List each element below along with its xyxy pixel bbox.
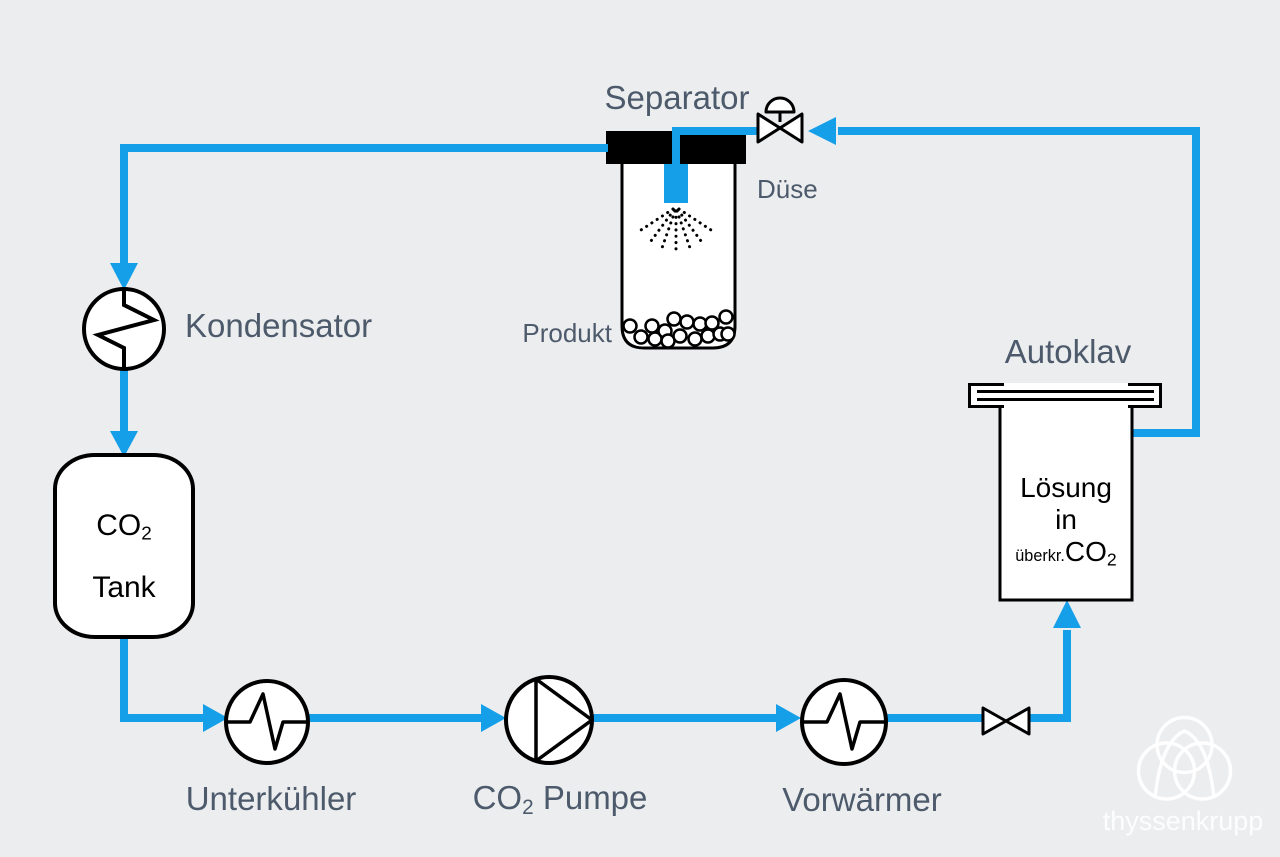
pumpe-label-rest: Pumpe <box>533 779 648 816</box>
arrow-into-tank <box>110 431 138 457</box>
control-valve-icon <box>756 96 804 144</box>
vorwaermer-label: Vorwärmer <box>782 781 942 818</box>
pipe-valve-to-autoklav <box>1027 630 1071 722</box>
pumpe-label-sub: 2 <box>522 796 534 820</box>
pipe-tank-to-unterkuehler <box>120 634 205 722</box>
kondensator-icon <box>82 287 166 371</box>
duese-label: Düse <box>757 174 818 204</box>
pumpe-label: CO2 Pumpe <box>472 779 648 820</box>
arrow-into-pumpe <box>481 704 506 732</box>
autoklav-label: Autoklav <box>1004 333 1132 370</box>
co2-tank-text-line2: Tank <box>92 570 156 604</box>
co2-tank-text-line1: CO2 <box>96 509 152 545</box>
pipes <box>120 127 1200 722</box>
arrow-into-kondensator <box>110 263 138 290</box>
co2-tank-text: CO2 Tank <box>55 499 193 614</box>
arrow-into-control-valve <box>808 117 836 145</box>
arrow-into-unterkuehler <box>203 704 228 732</box>
vorwaermer-icon <box>800 678 888 766</box>
autoklav-lid-left-clamp <box>968 383 1004 408</box>
kondensator-label: Kondensator <box>185 307 373 344</box>
flow-arrows <box>110 117 1081 732</box>
pipe-control-valve-to-separator <box>672 127 762 164</box>
autoklav-vessel <box>968 383 1162 602</box>
autoklav-lid-right-clamp <box>1128 383 1162 408</box>
arrow-into-autoklav <box>1053 600 1081 628</box>
thyssenkrupp-wordmark: thyssenkrupp <box>1102 806 1264 836</box>
nozzle <box>664 164 688 203</box>
spray-icon <box>639 207 713 253</box>
co2-tank-vessel <box>53 453 195 639</box>
unterkuehler-label: Unterkühler <box>185 780 357 817</box>
produkt-label: Produkt <box>522 318 612 348</box>
thyssenkrupp-logo-icon <box>1136 715 1233 801</box>
autoklav-lid <box>968 383 1162 408</box>
pumpe-label-co: CO <box>472 779 523 816</box>
product-particles-icon <box>622 309 736 349</box>
autoklav-content-line3: überkr.CO2 <box>1015 536 1117 570</box>
autoklav-content-line1: Lösung <box>1020 472 1112 503</box>
separator-label: Separator <box>604 79 750 116</box>
pump-icon <box>504 675 594 765</box>
autoklav-content-line2: in <box>1055 504 1077 535</box>
autoklav-content-text: Lösung in überkr.CO2 <box>1000 472 1132 575</box>
autoklav-body <box>998 402 1134 602</box>
valve-icon <box>981 706 1031 736</box>
unterkuehler-icon <box>224 679 310 765</box>
arrow-into-vorwaermer <box>776 704 801 732</box>
pipe-autoklav-to-control-valve <box>838 127 1200 437</box>
pipe-separator-to-kondensator <box>120 144 608 268</box>
